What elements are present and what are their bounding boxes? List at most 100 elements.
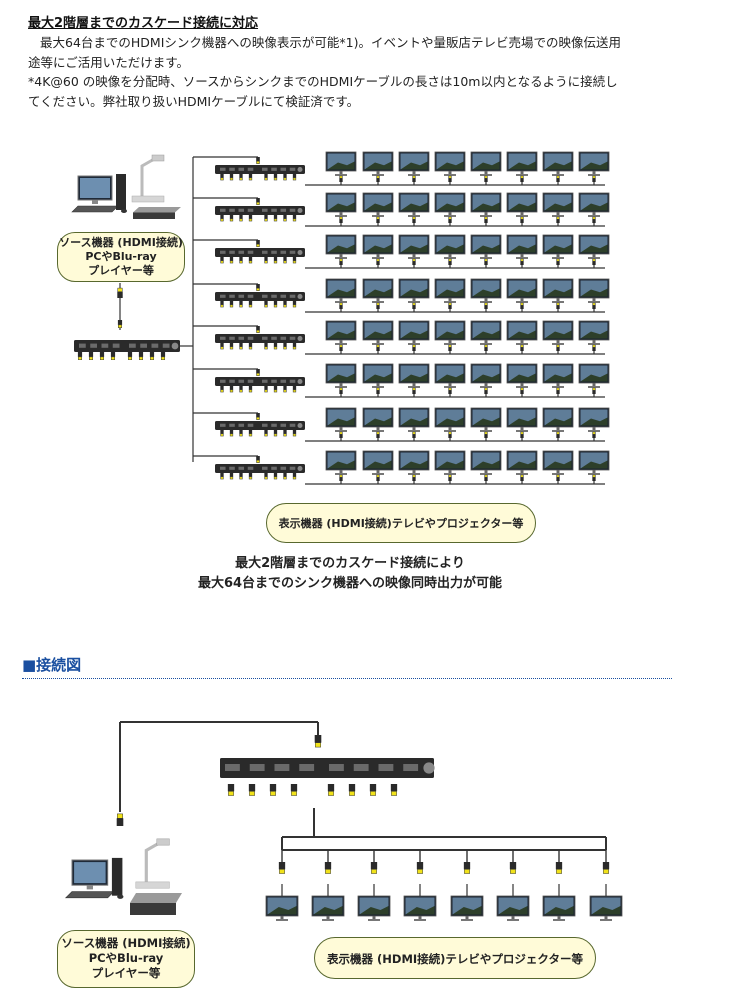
- tv-neck: [376, 254, 380, 257]
- tv-display-icon: [542, 895, 576, 921]
- plug-tip: [220, 346, 224, 350]
- tv-neck: [339, 171, 343, 174]
- tv-neck: [339, 212, 343, 215]
- plug-tip: [239, 346, 243, 350]
- tv-display-icon: [470, 450, 502, 475]
- plug-body: [556, 219, 560, 223]
- hdmi-plug-icon: [269, 784, 277, 796]
- tv-stand: [335, 174, 347, 176]
- plug-body: [339, 347, 343, 351]
- plug-tip: [412, 474, 416, 478]
- pc-stand: [86, 885, 93, 890]
- hdmi-plug-icon: [520, 175, 524, 182]
- hdmi-port: [280, 336, 287, 340]
- plug-body: [239, 473, 243, 477]
- tv-stand: [372, 343, 384, 345]
- hdmi-plug-icon: [264, 301, 268, 308]
- camera-head: [151, 154, 165, 162]
- tv-neck: [520, 212, 524, 215]
- plug-body: [592, 434, 596, 438]
- tv-neck: [556, 254, 560, 257]
- hdmi-port: [247, 336, 254, 340]
- plug-body: [264, 174, 268, 178]
- plug-body: [239, 301, 243, 305]
- tv-screen-landscape: [327, 330, 355, 339]
- hdmi-port: [262, 250, 268, 254]
- plug-body: [248, 343, 253, 347]
- hdmi-plug-icon: [412, 302, 416, 309]
- tv-screen-landscape: [544, 330, 572, 339]
- hdmi-port: [271, 379, 277, 383]
- hdmi-port: [238, 466, 245, 470]
- pc-screen: [74, 862, 106, 884]
- tv-screen-landscape: [508, 288, 536, 297]
- hdmi-port: [262, 423, 268, 427]
- tv-stand: [588, 386, 600, 388]
- plug-tip: [376, 344, 380, 348]
- tv-neck: [376, 383, 380, 386]
- hdmi-port: [220, 294, 226, 298]
- splitter-body: [215, 292, 305, 301]
- tv-neck: [448, 470, 452, 473]
- hdmi-port: [289, 250, 296, 254]
- plug-tip: [283, 218, 287, 222]
- hdmi-plug-icon: [239, 174, 243, 181]
- hdmi-port: [271, 208, 277, 212]
- hdmi-port: [247, 466, 254, 470]
- tv-display-icon: [362, 278, 394, 303]
- tv-display-icon: [506, 234, 538, 259]
- plug-tip: [464, 869, 470, 874]
- plug-body: [592, 178, 596, 182]
- hdmi-port: [229, 208, 235, 212]
- plug-tip: [292, 346, 297, 350]
- tv-stand: [552, 473, 564, 475]
- tv-neck: [412, 298, 416, 301]
- tv-display-icon: [506, 320, 538, 345]
- tv-neck: [412, 427, 416, 430]
- bluray-player-icon: [130, 893, 182, 915]
- hdmi-plug-icon: [264, 215, 268, 222]
- plug-tip: [229, 476, 234, 480]
- plug-tip: [111, 356, 115, 360]
- tv-neck: [592, 427, 596, 430]
- tv-stand: [588, 215, 600, 217]
- hdmi-port: [151, 343, 159, 348]
- plug-tip: [448, 175, 452, 179]
- tv-screen-landscape: [436, 417, 464, 426]
- hdmi-plug-icon: [88, 352, 94, 360]
- plug-tip: [248, 304, 253, 308]
- plug-tip: [412, 431, 416, 435]
- diagram-caption: 最大64台までのシンク機器への映像同時出力が可能: [197, 576, 503, 591]
- plug-tip: [292, 433, 297, 437]
- plug-body: [592, 390, 596, 394]
- plug-body: [412, 347, 416, 351]
- hdmi-plug-icon: [412, 431, 416, 438]
- plug-body: [448, 261, 452, 265]
- hdmi-plug-icon: [248, 784, 256, 796]
- tv-stand: [480, 174, 492, 176]
- plug-body: [376, 434, 380, 438]
- hdmi-port: [238, 379, 245, 383]
- hdmi-port: [220, 423, 226, 427]
- tv-stand: [480, 430, 492, 432]
- hdmi-plug-icon: [229, 301, 234, 308]
- hdmi-plug-icon: [448, 431, 452, 438]
- tv-neck: [376, 427, 380, 430]
- hdmi-plug-icon: [220, 301, 224, 308]
- hdmi-plug-icon: [376, 431, 380, 438]
- tv-screen-landscape: [544, 161, 572, 170]
- tv-neck: [520, 171, 524, 174]
- plug-body: [278, 862, 286, 870]
- tv-stand: [408, 174, 420, 176]
- tv-neck: [339, 383, 343, 386]
- hdmi-plug-icon: [273, 386, 278, 393]
- plug-body: [556, 347, 560, 351]
- tv-display-icon: [506, 363, 538, 388]
- tv-display-icon: [362, 407, 394, 432]
- hdmi-plug-icon: [220, 257, 224, 264]
- hdmi-plug-icon: [248, 215, 253, 222]
- plug-tip: [220, 389, 224, 393]
- plug-tip: [520, 344, 524, 348]
- plug-tip: [448, 216, 452, 220]
- level2-splitter-icon: [215, 206, 305, 215]
